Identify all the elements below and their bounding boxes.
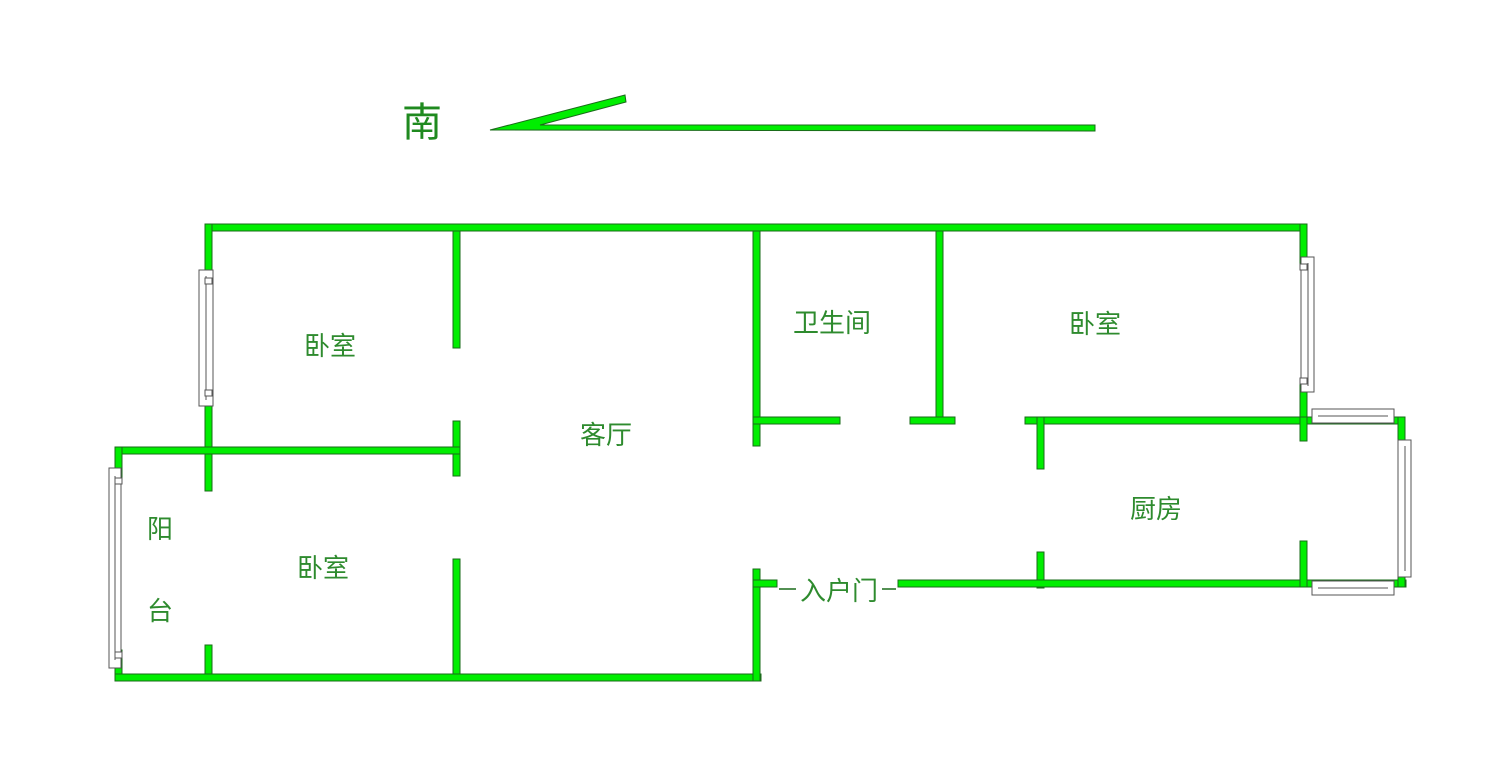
wall-kitchen-left-top [1036,416,1045,470]
wall-left-upper-b [204,397,213,492]
room-label-living-room: 客厅 [580,421,632,451]
wall-living-right-bottom [752,568,761,682]
wall-bathroom-right [935,230,944,425]
wall-bathroom-left [752,230,761,447]
room-label-bedroom-bottom-left: 卧室 [297,554,349,584]
wall-bay-right-top [1397,416,1406,442]
wall-left-upper-a [204,223,213,275]
wall-bedroom-living-bottom [452,558,461,682]
windows [108,256,1412,669]
room-label-bathroom: 卫生间 [793,309,871,339]
wall-kitchen-inner-right-a [1299,416,1308,442]
wall-bathroom-bottom-a [752,416,841,425]
entrance-label: 入户门 [800,577,878,607]
room-label-balcony-2: 台 [147,597,173,627]
compass-arrow [489,94,1096,132]
wall-kitchen-left-bottom [1036,551,1045,589]
room-label-balcony-1: 阳 [147,515,173,545]
compass-label: 南 [402,100,442,146]
wall-bedroom-divider [114,446,461,455]
wall-entrance-stub [752,579,778,588]
wall-bedroom-living-top [452,230,461,349]
room-label-bedroom-top-right: 卧室 [1069,310,1121,340]
wall-kitchen-inner-right-b [1299,540,1308,588]
room-label-bedroom-top-left: 卧室 [304,332,356,362]
wall-top [204,223,1308,232]
room-label-kitchen: 厨房 [1130,495,1182,525]
wall-bottom [114,673,762,682]
wall-bathroom-bottom-b [909,416,956,425]
wall-kitchen-bottom [897,579,1407,588]
walls [114,223,1407,682]
